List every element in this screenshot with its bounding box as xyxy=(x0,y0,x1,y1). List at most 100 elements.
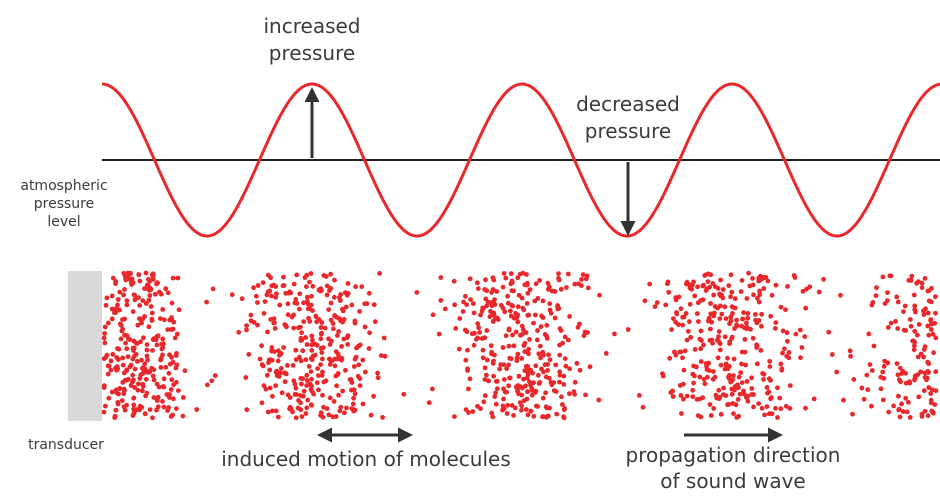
molecule-dot xyxy=(160,336,166,342)
molecule-dot xyxy=(273,369,279,375)
molecule-dot xyxy=(478,312,483,318)
molecule-dot xyxy=(769,411,775,417)
molecule-dot xyxy=(754,342,759,348)
molecule-dot xyxy=(122,377,128,383)
molecule-dot xyxy=(557,379,562,385)
molecule-dot xyxy=(271,320,277,326)
molecule-dot xyxy=(283,323,289,329)
molecule-dot xyxy=(301,388,307,394)
molecule-dot xyxy=(331,294,337,300)
molecule-dot xyxy=(155,404,161,410)
molecule-dot xyxy=(277,370,283,376)
molecule-dot xyxy=(366,290,372,296)
molecule-dot xyxy=(732,296,738,302)
molecule-dot xyxy=(180,413,186,419)
molecule-dot xyxy=(489,290,494,295)
molecule-dot xyxy=(492,302,498,307)
molecule-dot xyxy=(162,317,167,323)
molecule-dot xyxy=(732,387,737,393)
molecule-dot xyxy=(143,393,149,399)
molecule-dot xyxy=(137,278,143,284)
molecule-dot xyxy=(352,391,358,397)
molecule-dot xyxy=(143,376,149,382)
molecule-dot xyxy=(426,400,432,406)
molecule-dot xyxy=(262,299,268,304)
molecule-dot xyxy=(692,293,698,299)
molecule-dot xyxy=(457,316,463,321)
molecule-dot xyxy=(304,284,309,289)
molecule-dot xyxy=(141,335,146,341)
molecule-dot xyxy=(293,297,299,302)
molecule-dot xyxy=(261,311,267,316)
molecule-dot xyxy=(682,348,688,354)
molecule-dot xyxy=(700,297,706,303)
molecule-dot xyxy=(337,408,343,414)
molecule-dot xyxy=(900,368,906,374)
molecule-dot xyxy=(768,396,773,402)
molecule-dot xyxy=(744,395,750,401)
molecule-dot xyxy=(372,319,378,325)
molecule-dot xyxy=(800,288,806,294)
molecule-dot xyxy=(123,277,129,283)
molecule-dot xyxy=(678,393,684,398)
molecule-dot xyxy=(758,348,764,353)
molecule-dot xyxy=(785,338,790,344)
molecule-dot xyxy=(912,303,918,309)
molecule-dot xyxy=(300,348,306,354)
molecule-dot xyxy=(761,377,766,382)
molecule-dot xyxy=(327,356,332,362)
molecule-dot xyxy=(466,386,471,392)
molecule-dot xyxy=(525,363,530,369)
molecule-dot xyxy=(150,337,156,342)
molecule-dot xyxy=(925,288,931,294)
molecule-dot xyxy=(559,394,564,400)
molecule-dot xyxy=(736,374,742,380)
molecule-dot xyxy=(523,330,529,335)
molecule-dot xyxy=(660,373,666,379)
molecule-dot xyxy=(687,319,692,325)
molecule-dot xyxy=(577,321,582,327)
molecule-dot xyxy=(829,352,835,357)
molecule-dot xyxy=(706,318,711,324)
molecule-dot xyxy=(684,393,690,399)
molecule-dot xyxy=(360,401,366,407)
molecule-dot xyxy=(483,277,488,283)
molecule-dot xyxy=(326,307,332,312)
molecule-dot xyxy=(919,285,925,290)
molecule-dot xyxy=(564,285,569,290)
molecule-dot xyxy=(562,334,568,340)
molecule-dot xyxy=(283,290,289,296)
molecule-dot xyxy=(779,366,785,372)
molecule-dot xyxy=(583,392,588,398)
molecule-dot xyxy=(536,381,542,386)
molecule-dot xyxy=(323,378,329,384)
molecule-dot xyxy=(320,392,325,398)
molecule-dot xyxy=(929,321,934,327)
molecule-dot xyxy=(367,330,372,336)
molecule-dot xyxy=(161,341,166,347)
molecule-dot xyxy=(137,376,143,381)
molecule-dot xyxy=(158,357,164,363)
molecule-dot xyxy=(236,329,242,335)
molecule-dot xyxy=(265,329,270,335)
molecule-dot xyxy=(738,289,744,294)
molecule-dot xyxy=(122,287,127,292)
molecule-dot xyxy=(315,366,320,371)
molecule-dot xyxy=(731,411,736,416)
molecule-dot xyxy=(642,298,648,304)
molecule-dot xyxy=(119,398,125,403)
molecule-dot xyxy=(352,356,358,362)
molecule-dot xyxy=(292,381,298,387)
molecule-dot xyxy=(930,331,936,337)
molecule-dot xyxy=(381,335,387,341)
molecule-dot xyxy=(120,327,126,332)
molecule-dot xyxy=(285,312,291,318)
molecule-dot xyxy=(142,314,148,319)
molecule-dot xyxy=(533,281,539,287)
molecule-dot xyxy=(715,355,721,361)
molecule-dot xyxy=(505,402,510,408)
molecule-dot xyxy=(904,409,910,415)
molecule-dot xyxy=(519,407,524,413)
molecule-dot xyxy=(612,331,617,337)
molecule-dot xyxy=(556,271,561,276)
